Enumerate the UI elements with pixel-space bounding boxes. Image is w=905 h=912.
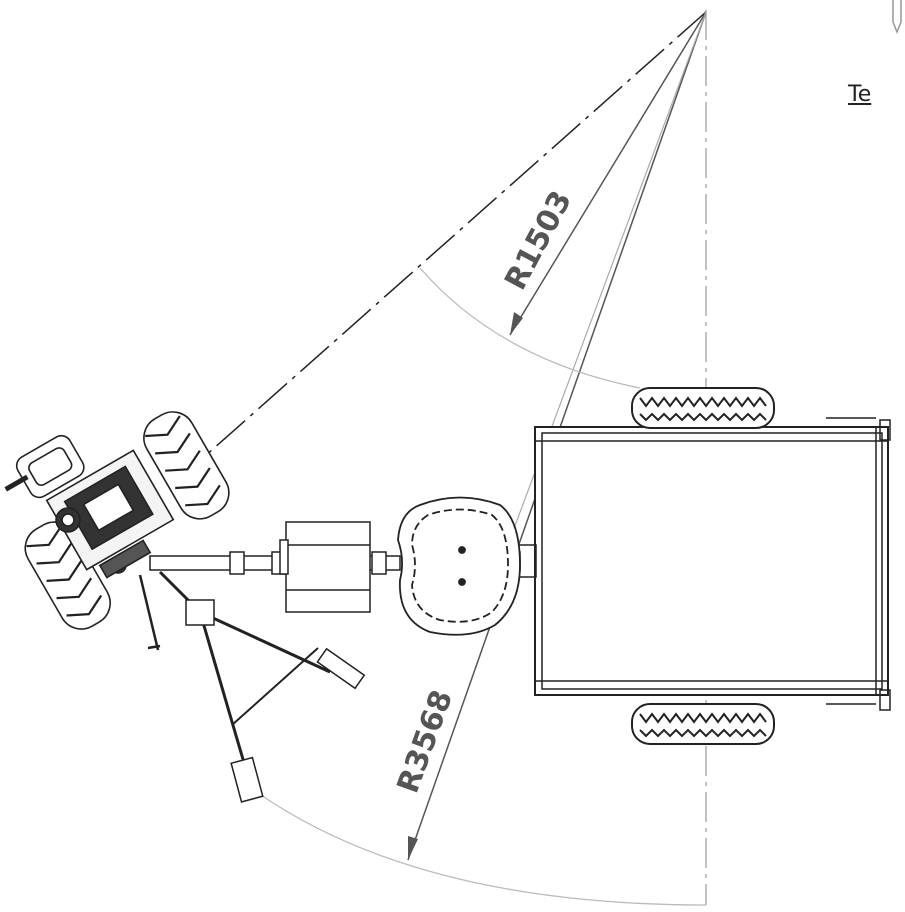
outer-radius-arrow-icon (408, 836, 418, 860)
corner-label: Te (848, 82, 872, 107)
trailer-wheel-bottom (631, 703, 775, 745)
corner-arrow-icon (892, 0, 902, 35)
inner-radius-arc (419, 267, 641, 389)
handlebar (138, 570, 366, 803)
trailer (511, 417, 891, 711)
radius-aux-line (479, 11, 707, 621)
inner-radius-arrow-icon (510, 312, 523, 335)
tractor-direction-line (194, 11, 707, 466)
seat (397, 496, 521, 636)
inner-radius-line (509, 11, 707, 336)
implement-box (279, 521, 371, 613)
outer-radius-arc (257, 792, 707, 906)
tractor (4, 411, 230, 630)
trailer-wheel-top (631, 387, 775, 429)
